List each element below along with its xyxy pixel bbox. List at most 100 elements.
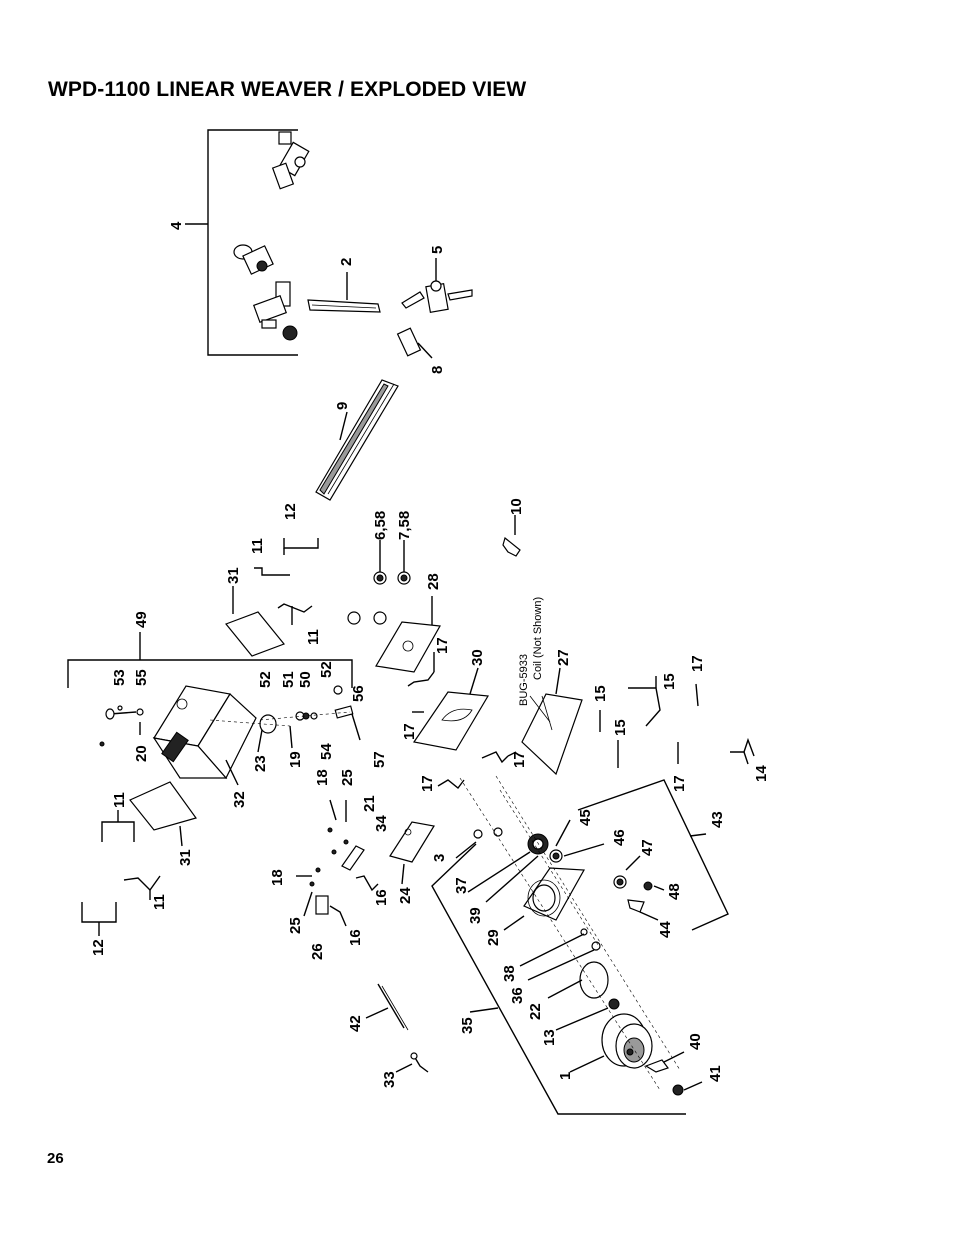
part-29-plate [503, 867, 585, 931]
callout-17-b: 17 [401, 723, 418, 740]
callout-45: 45 [577, 809, 594, 826]
callout-46: 46 [611, 829, 628, 846]
callout-37: 37 [453, 877, 470, 894]
callout-11-upper-b: 11 [305, 629, 322, 645]
callout-15-c: 15 [612, 719, 629, 736]
clamp-lower [252, 281, 298, 341]
callout-23: 23 [252, 755, 269, 772]
part-1-motor [569, 1013, 653, 1073]
callout-19: 19 [287, 751, 304, 768]
group-4-bracket [185, 129, 298, 356]
callout-labels: 4 2 5 8 9 10 12 11 31 11 6,58 7,58 28 49… [90, 221, 770, 1088]
callout-41: 41 [707, 1065, 724, 1082]
callout-39: 39 [467, 907, 484, 924]
coil-note: Coil (Not Shown) [532, 597, 544, 680]
callout-16-a: 16 [373, 889, 390, 906]
callout-34: 34 [373, 815, 390, 832]
fasteners-11-12-upper [254, 538, 319, 625]
clamp-upper [271, 131, 310, 190]
callout-52-a: 52 [257, 671, 274, 688]
part-31-lower-plate [129, 781, 197, 847]
page-title: WPD-1100 LINEAR WEAVER / EXPLODED VIEW [48, 78, 527, 101]
parts-38-36-22-13 [519, 928, 620, 1031]
page-number: 26 [47, 1150, 64, 1167]
callout-33: 33 [381, 1071, 398, 1088]
callout-12-upper: 12 [282, 503, 299, 520]
part-30-plate [412, 667, 489, 751]
callout-10: 10 [508, 498, 525, 515]
callout-13: 13 [541, 1029, 558, 1046]
callout-28: 28 [425, 573, 442, 590]
callout-48: 48 [666, 883, 683, 900]
callout-17-d: 17 [511, 751, 528, 768]
callout-6-58: 6,58 [372, 511, 389, 540]
callout-25-a: 25 [339, 769, 356, 786]
callout-7-58: 7,58 [396, 511, 413, 540]
callout-2: 2 [338, 258, 355, 266]
part-9-rail [315, 379, 399, 501]
callout-44: 44 [657, 921, 674, 938]
part-31-upper-plate [225, 586, 285, 657]
fasteners-11-12-lower [81, 810, 161, 936]
part-28-plate [375, 596, 441, 673]
callout-30: 30 [469, 649, 486, 666]
callout-11-upper-a: 11 [249, 538, 266, 554]
group-49-bracket [67, 632, 353, 688]
callout-25-b: 25 [287, 917, 304, 934]
callout-22: 22 [527, 1003, 544, 1020]
knobs-6-7 [347, 540, 411, 625]
callout-31-upper: 31 [225, 567, 242, 584]
part-27-plate [521, 667, 583, 776]
callout-17-c: 17 [689, 655, 706, 672]
callout-17-a: 17 [434, 637, 451, 654]
callout-21: 21 [361, 795, 378, 812]
callout-55: 55 [133, 669, 150, 686]
callout-56: 56 [350, 685, 367, 702]
callout-1: 1 [557, 1072, 574, 1080]
callout-16-b: 16 [347, 929, 364, 946]
callout-36: 36 [509, 987, 526, 1004]
callout-24: 24 [397, 887, 414, 904]
callout-11-lower-b: 11 [151, 894, 168, 910]
callout-20: 20 [133, 745, 150, 762]
callout-18-a: 18 [314, 769, 331, 786]
callout-29: 29 [485, 929, 502, 946]
callout-12-lower: 12 [90, 939, 107, 956]
parts-47-48-44 [613, 855, 665, 921]
callout-52-b: 52 [318, 661, 335, 678]
callout-43: 43 [709, 811, 726, 828]
pins-53-55-20 [99, 705, 144, 747]
callout-8: 8 [429, 366, 446, 374]
callout-14: 14 [753, 765, 770, 782]
callout-47: 47 [639, 839, 656, 856]
callout-17-f: 17 [419, 775, 436, 792]
part-8-pin [396, 327, 433, 359]
callout-49: 49 [133, 611, 150, 628]
pins-15-17-right [599, 676, 755, 768]
group-43-bracket [577, 779, 729, 931]
callout-17-e: 17 [671, 775, 688, 792]
gear-assembly [455, 819, 605, 903]
callout-9: 9 [334, 402, 351, 410]
callout-5: 5 [429, 246, 446, 254]
callout-32: 32 [231, 791, 248, 808]
callout-50: 50 [297, 671, 314, 688]
callout-42: 42 [347, 1015, 364, 1032]
part-5-clamp [401, 258, 473, 314]
callout-26: 26 [309, 943, 326, 960]
part-32-control-box [152, 685, 257, 786]
callout-15-a: 15 [592, 685, 609, 702]
part-2-bar [307, 272, 381, 313]
clips-17 [407, 652, 517, 789]
part-33-cable [395, 1052, 429, 1073]
group-35-bracket [431, 843, 686, 1115]
bug-note: BUG-5933 [518, 654, 530, 706]
callout-40: 40 [687, 1033, 704, 1050]
callout-4: 4 [168, 221, 185, 230]
center-small-parts [296, 799, 435, 927]
callout-27: 27 [555, 649, 572, 666]
part-10-wrench [502, 515, 521, 557]
callout-38: 38 [501, 965, 518, 982]
alignment-lines [209, 719, 681, 1091]
